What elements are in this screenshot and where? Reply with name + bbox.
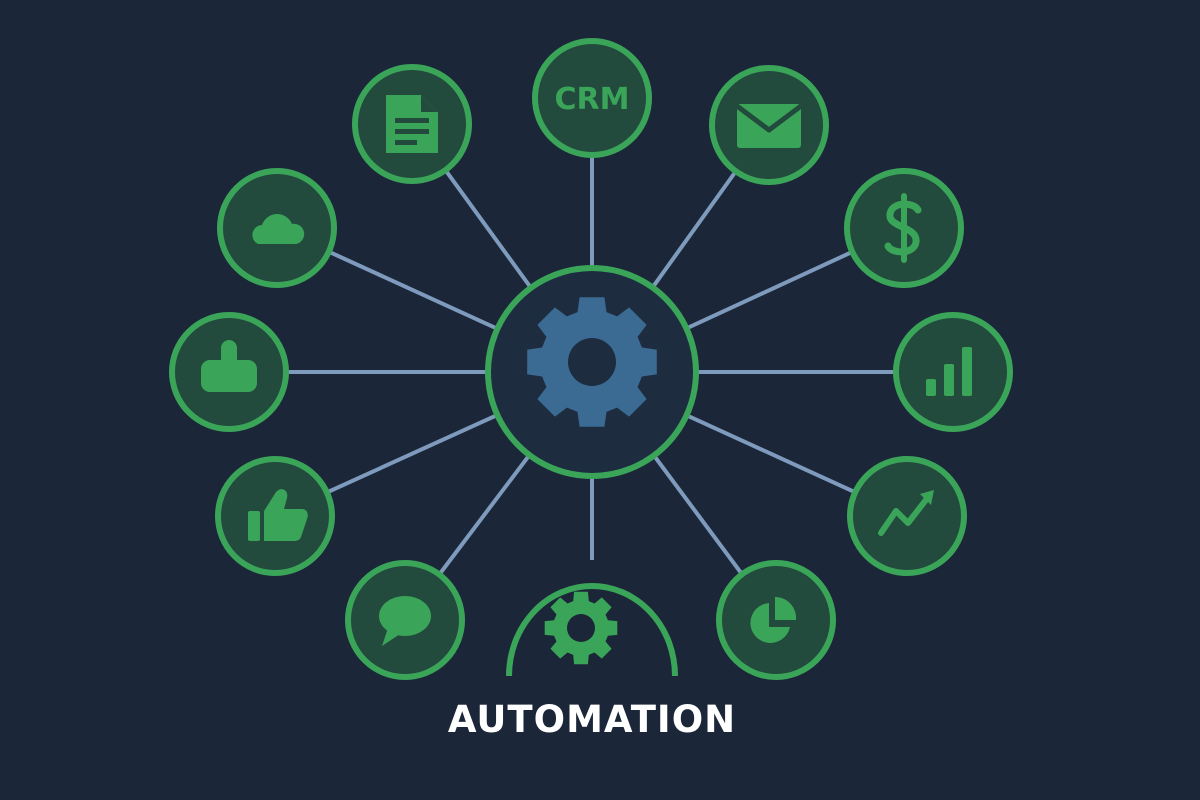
crm-node: CRM: [532, 38, 652, 158]
hub-gear-icon: [527, 297, 657, 427]
pie-chart-icon: [750, 596, 797, 643]
thumbs-up-node: [169, 312, 289, 432]
trend-line-icon: [878, 490, 934, 536]
chat-node: [345, 560, 465, 680]
chat-bubble-icon: [379, 596, 431, 646]
document-node: [352, 64, 472, 184]
bar-chart-icon: [926, 347, 972, 396]
central-hub: [485, 265, 699, 479]
bottom-gear-icon: [544, 591, 618, 665]
cloud-node: [217, 168, 337, 288]
bar-chart-node: [893, 312, 1013, 432]
dollar-node: [844, 168, 964, 288]
pie-node: [716, 560, 836, 680]
bottom-automation-node: [506, 583, 678, 677]
like-node: [215, 456, 335, 576]
crm-label: CRM: [555, 82, 630, 117]
mail-node: [709, 65, 829, 185]
dollar-icon: [884, 193, 922, 263]
document-icon: [386, 95, 438, 153]
thumbs-up-icon: [201, 340, 257, 392]
trend-node: [847, 456, 967, 576]
mail-icon: [735, 104, 803, 148]
automation-caption: AUTOMATION: [448, 698, 736, 741]
cloud-icon: [252, 214, 305, 244]
gear-hole: [568, 338, 616, 386]
gear-hole: [567, 614, 595, 642]
like-icon: [248, 489, 308, 541]
